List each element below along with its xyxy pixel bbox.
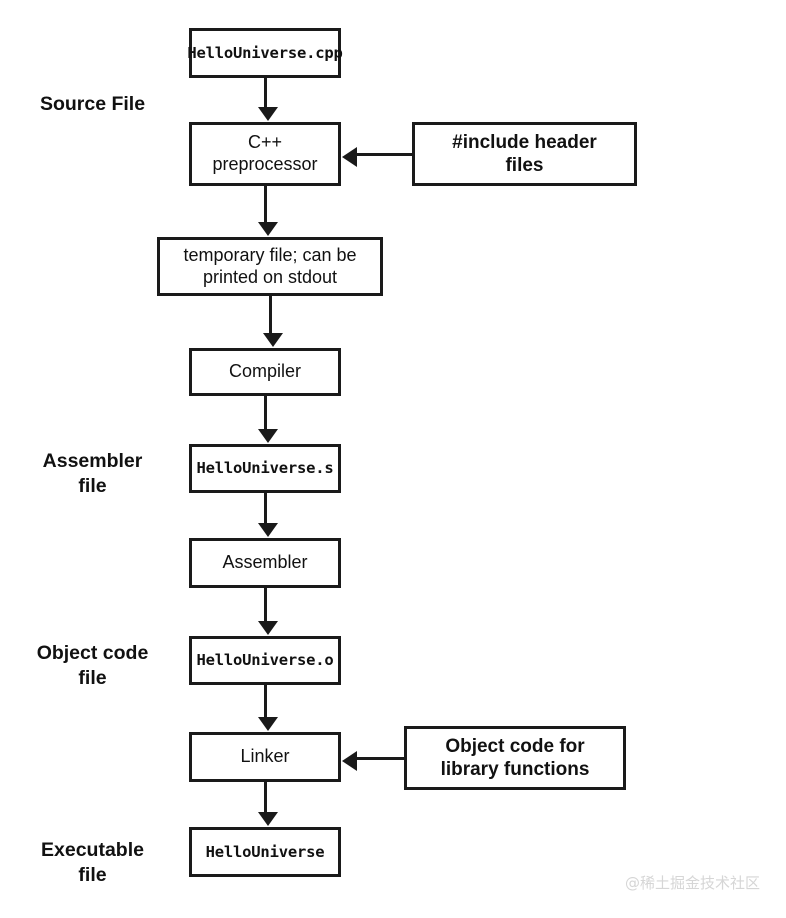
edge-temporary-file-to-compiler	[263, 296, 283, 347]
node-hellouniverse-o[interactable]: HelloUniverse.o	[189, 636, 341, 685]
node-include-header-files[interactable]: #include header files	[412, 122, 637, 186]
stage-label-assembler-file: Assembler file	[42, 450, 143, 498]
edge-assembler-to-hellouniverse-o	[258, 588, 278, 635]
node-hellouniverse-s[interactable]: HelloUniverse.s	[189, 444, 341, 493]
node-label-include-header-files: #include header files	[452, 131, 597, 176]
node-label-hellouniverse-s: HelloUniverse.s	[196, 459, 334, 478]
edge-cpp-to-preprocessor	[258, 78, 278, 121]
node-label-assembler: Assembler	[222, 552, 308, 573]
node-compiler[interactable]: Compiler	[189, 348, 341, 396]
edge-include-to-preprocessor	[342, 147, 412, 167]
node-object-code-library[interactable]: Object code for library functions	[404, 726, 626, 790]
watermark: @稀土掘金技术社区	[625, 874, 761, 892]
edge-linker-to-executable	[258, 782, 278, 826]
node-linker[interactable]: Linker	[189, 732, 341, 782]
node-hellouniverse-exe[interactable]: HelloUniverse	[189, 827, 341, 877]
stage-label-source-file: Source File	[39, 93, 146, 115]
edge-preprocessor-to-temporary-file	[258, 186, 278, 236]
node-temporary-file[interactable]: temporary file; can be printed on stdout	[157, 237, 383, 296]
node-label-hellouniverse-o: HelloUniverse.o	[196, 651, 334, 670]
edge-hellouniverse-o-to-linker	[258, 685, 278, 731]
edge-hellouniverse-s-to-assembler	[258, 493, 278, 537]
node-label-linker: Linker	[240, 746, 290, 767]
node-label-compiler: Compiler	[228, 361, 302, 382]
node-label-hellouniverse-exe: HelloUniverse	[205, 842, 325, 861]
node-hellouniverse-cpp[interactable]: HelloUniverse.cpp	[187, 28, 343, 78]
node-label-object-code-library: Object code for library functions	[440, 735, 590, 780]
node-label-hellouniverse-cpp: HelloUniverse.cpp	[187, 43, 343, 62]
stage-label-object-code-file: Object code file	[36, 642, 149, 690]
node-cpp-preprocessor[interactable]: C++ preprocessor	[189, 122, 341, 186]
edge-compiler-to-hellouniverse-s	[258, 396, 278, 443]
node-assembler[interactable]: Assembler	[189, 538, 341, 588]
node-label-cpp-preprocessor: C++ preprocessor	[212, 132, 318, 174]
node-label-temporary-file: temporary file; can be printed on stdout	[183, 244, 357, 287]
stage-label-executable-file: Executable file	[41, 839, 144, 887]
edge-library-to-linker	[342, 751, 404, 771]
